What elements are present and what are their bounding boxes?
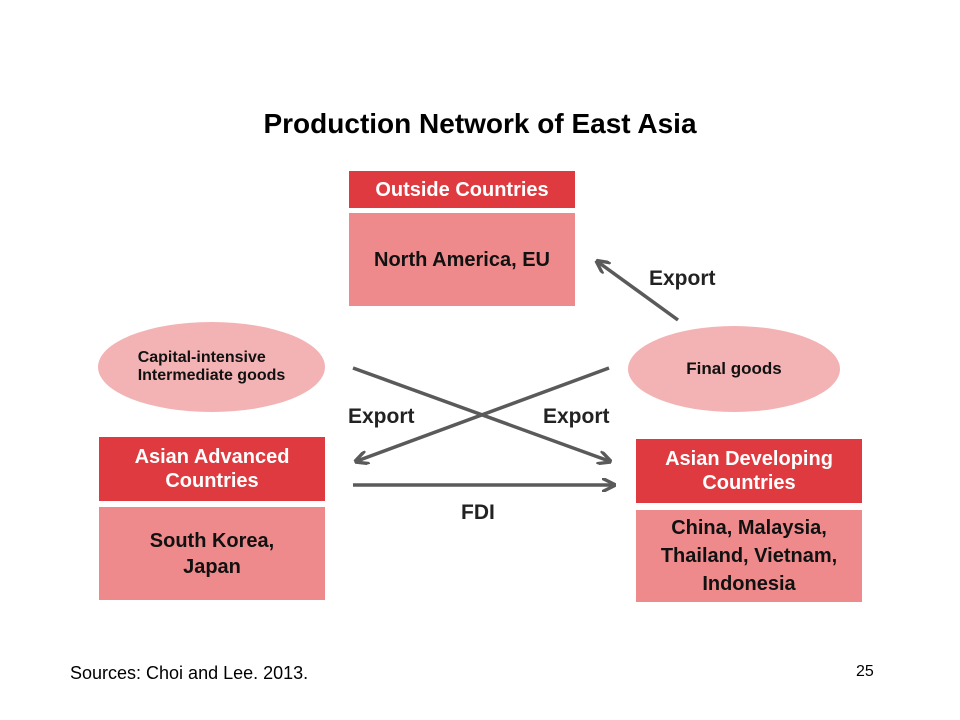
outside-countries-header-text: Outside Countries	[375, 178, 549, 201]
asian-advanced-body-text: South Korea, Japan	[149, 529, 275, 578]
export-arrow-to-advanced	[357, 366, 610, 461]
source-citation: Sources: Choi and Lee. 2013.	[70, 663, 309, 683]
page-number: 25	[856, 663, 874, 680]
diagram-title: Production Network of East Asia	[263, 108, 697, 139]
asian-advanced-body: South Korea, Japan	[99, 507, 325, 600]
export-arrow-to-outside	[598, 262, 680, 322]
fdi-label: FDI	[461, 501, 495, 524]
outside-countries-header: Outside Countries	[349, 171, 575, 208]
intermediate-goods-label: Capital-intensive Intermediate goods	[137, 349, 286, 384]
intermediate-goods-ellipse: Capital-intensive Intermediate goods	[98, 322, 325, 412]
outside-countries-body-text: North America, EU	[374, 248, 550, 271]
asian-advanced-header-text: Asian Advanced Countries	[134, 446, 290, 492]
asian-developing-header: Asian Developing Countries	[636, 439, 862, 503]
asian-developing-body: China, Malaysia, Thailand, Vietnam, Indo…	[636, 510, 862, 602]
outside-countries-body: North America, EU	[349, 213, 575, 306]
final-goods-label: Final goods	[686, 359, 782, 378]
asian-advanced-header: Asian Advanced Countries	[99, 437, 325, 501]
export-label-right: Export	[543, 405, 610, 428]
export-label-top: Export	[649, 267, 716, 290]
asian-developing-header-text: Asian Developing Countries	[665, 448, 833, 494]
export-label-left: Export	[348, 405, 415, 428]
final-goods-ellipse: Final goods	[628, 326, 840, 412]
asian-developing-body-text: China, Malaysia, Thailand, Vietnam, Indo…	[660, 517, 838, 595]
